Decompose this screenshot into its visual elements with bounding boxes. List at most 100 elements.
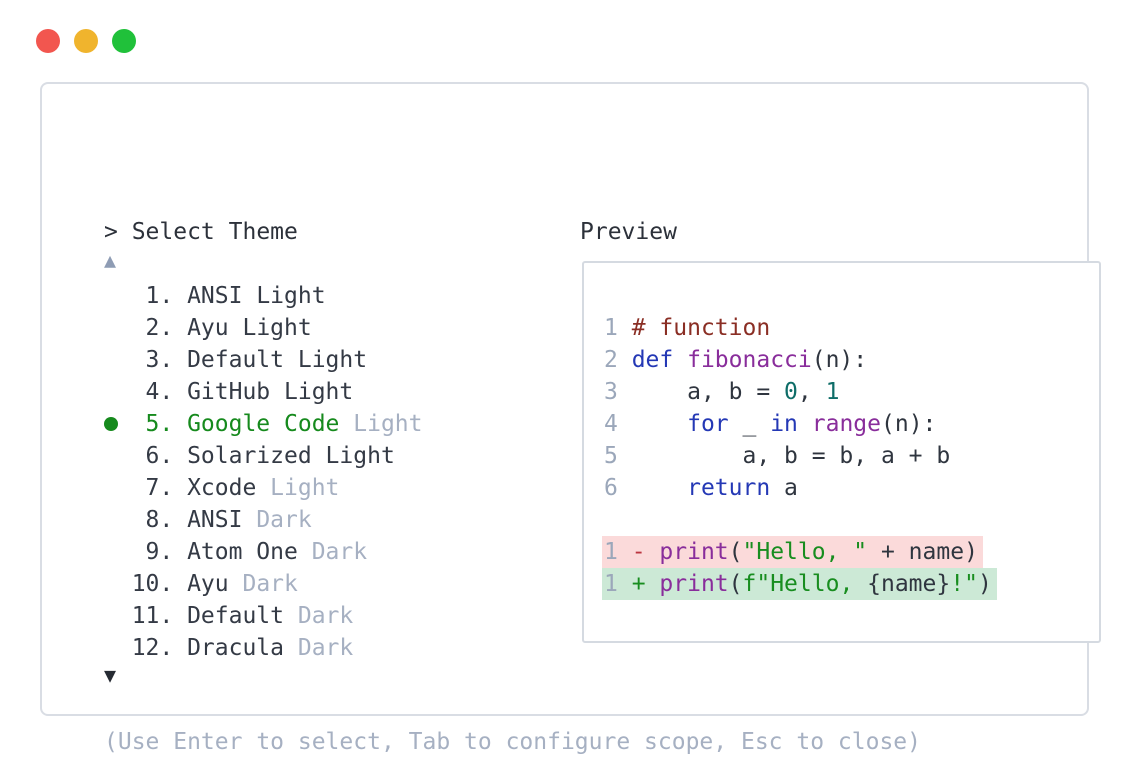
theme-name: 9. Atom One bbox=[131, 539, 298, 565]
list-item-theme[interactable]: 9. Atom One Dark bbox=[104, 536, 423, 568]
list-item-theme[interactable]: 10. Ayu Dark bbox=[104, 568, 423, 600]
diff-removed-line: 1 - print("Hello, " + name) bbox=[602, 536, 997, 568]
code-token: ( bbox=[728, 571, 743, 597]
code-token: a, b = b, a + b bbox=[631, 443, 951, 469]
code-token: f"Hello, bbox=[742, 571, 868, 597]
code-token: range bbox=[811, 411, 881, 437]
marker-spacer bbox=[104, 568, 132, 600]
theme-list: 1. ANSI Light 2. Ayu Light 3. Default Li… bbox=[104, 280, 423, 664]
list-item-theme[interactable]: 7. Xcode Light bbox=[104, 472, 423, 504]
close-button[interactable] bbox=[36, 29, 60, 53]
line-number: 1 bbox=[604, 315, 632, 341]
line-number: 6 bbox=[604, 475, 632, 501]
list-item-theme[interactable]: 4. GitHub Light bbox=[104, 376, 423, 408]
theme-variant: Light bbox=[311, 443, 395, 469]
code-line-content: 5 a, b = b, a + b bbox=[604, 440, 950, 472]
scroll-up-icon[interactable]: ▲ bbox=[104, 248, 117, 272]
list-item-theme[interactable]: 11. Default Dark bbox=[104, 600, 423, 632]
select-theme-prompt: > Select Theme bbox=[104, 219, 298, 245]
theme-variant: Dark bbox=[284, 603, 354, 629]
code-token: (n): bbox=[881, 411, 937, 437]
theme-variant: Dark bbox=[242, 507, 312, 533]
marker-spacer bbox=[104, 504, 132, 536]
line-number: 1 bbox=[604, 571, 632, 597]
code-token: !" bbox=[950, 571, 978, 597]
list-item-theme[interactable]: 3. Default Light bbox=[104, 344, 423, 376]
code-token: + bbox=[631, 571, 660, 597]
minimize-button[interactable] bbox=[74, 29, 98, 53]
list-item-theme[interactable]: 12. Dracula Dark bbox=[104, 632, 423, 664]
keyboard-hints: (Use Enter to select, Tab to configure s… bbox=[104, 729, 921, 755]
code-line: 3 a, b = 0, 1 bbox=[604, 376, 997, 408]
code-line-content: 1 - print("Hello, " + name) bbox=[602, 536, 983, 568]
selected-indicator bbox=[104, 408, 132, 440]
theme-name: 6. Solarized bbox=[131, 443, 312, 469]
code-token: fibonacci bbox=[687, 347, 812, 373]
code-token: (n): bbox=[811, 347, 868, 373]
code-line-content: 3 a, b = 0, 1 bbox=[604, 376, 839, 408]
code-line-content: 1 # function bbox=[604, 312, 770, 344]
theme-name: 1. ANSI bbox=[131, 283, 243, 309]
diff-added-line: 1 + print(f"Hello, {name}!") bbox=[602, 568, 997, 600]
line-number: 4 bbox=[604, 411, 632, 437]
code-token bbox=[673, 347, 687, 373]
list-item-theme[interactable]: 6. Solarized Light bbox=[104, 440, 423, 472]
code-line-content: 6 return a bbox=[604, 472, 798, 504]
code-token: ( bbox=[728, 539, 743, 565]
code-token: + name) bbox=[867, 539, 978, 565]
code-line-content: 2 def fibonacci(n): bbox=[604, 344, 867, 376]
theme-variant: Light bbox=[228, 315, 312, 341]
theme-name: 11. Default bbox=[131, 603, 285, 629]
code-token bbox=[632, 475, 687, 501]
theme-name: 4. GitHub bbox=[131, 379, 271, 405]
selected-bullet-icon bbox=[104, 417, 118, 431]
line-number: 3 bbox=[604, 379, 632, 405]
preview-title: Preview bbox=[580, 219, 677, 245]
code-token bbox=[632, 411, 687, 437]
list-item-theme[interactable]: 8. ANSI Dark bbox=[104, 504, 423, 536]
code-token bbox=[798, 411, 812, 437]
line-number: 2 bbox=[604, 347, 632, 373]
code-token: def bbox=[631, 347, 674, 373]
code-line: 2 def fibonacci(n): bbox=[604, 344, 997, 376]
line-number: 5 bbox=[604, 443, 632, 469]
code-token: ) bbox=[977, 571, 992, 597]
list-item-theme[interactable]: 5. Google Code Light bbox=[104, 408, 423, 440]
code-line: 1 # function bbox=[604, 312, 997, 344]
theme-name: 3. Default bbox=[131, 347, 285, 373]
marker-spacer bbox=[104, 472, 132, 504]
code-token: {name} bbox=[867, 571, 951, 597]
theme-name: 12. Dracula bbox=[131, 635, 285, 661]
code-token: for bbox=[687, 411, 729, 437]
theme-variant: Light bbox=[284, 347, 368, 373]
code-token: - bbox=[631, 539, 660, 565]
marker-spacer bbox=[104, 440, 132, 472]
code-token: a bbox=[770, 475, 798, 501]
code-token: _ bbox=[728, 411, 771, 437]
theme-variant: Light bbox=[242, 283, 326, 309]
marker-spacer bbox=[104, 600, 132, 632]
code-token: # function bbox=[631, 315, 771, 341]
list-item-theme[interactable]: 2. Ayu Light bbox=[104, 312, 423, 344]
list-item-theme[interactable]: 1. ANSI Light bbox=[104, 280, 423, 312]
code-token: "Hello, " bbox=[742, 539, 868, 565]
zoom-button[interactable] bbox=[112, 29, 136, 53]
code-line bbox=[604, 504, 997, 536]
code-token: , bbox=[797, 379, 826, 405]
theme-variant: Light bbox=[256, 475, 340, 501]
scroll-down-icon[interactable]: ▼ bbox=[104, 663, 117, 687]
line-number: 1 bbox=[604, 539, 632, 565]
code-line-content: 1 + print(f"Hello, {name}!") bbox=[602, 568, 997, 600]
theme-variant: Dark bbox=[284, 635, 354, 661]
marker-spacer bbox=[104, 376, 132, 408]
marker-spacer bbox=[104, 280, 132, 312]
code-line: 5 a, b = b, a + b bbox=[604, 440, 997, 472]
theme-name: 7. Xcode bbox=[131, 475, 257, 501]
theme-name: 10. Ayu bbox=[131, 571, 229, 597]
marker-spacer bbox=[104, 312, 132, 344]
code-token: 1 bbox=[825, 379, 840, 405]
theme-variant: Dark bbox=[297, 539, 368, 565]
code-line: 6 return a bbox=[604, 472, 997, 504]
code-token: in bbox=[770, 411, 798, 437]
